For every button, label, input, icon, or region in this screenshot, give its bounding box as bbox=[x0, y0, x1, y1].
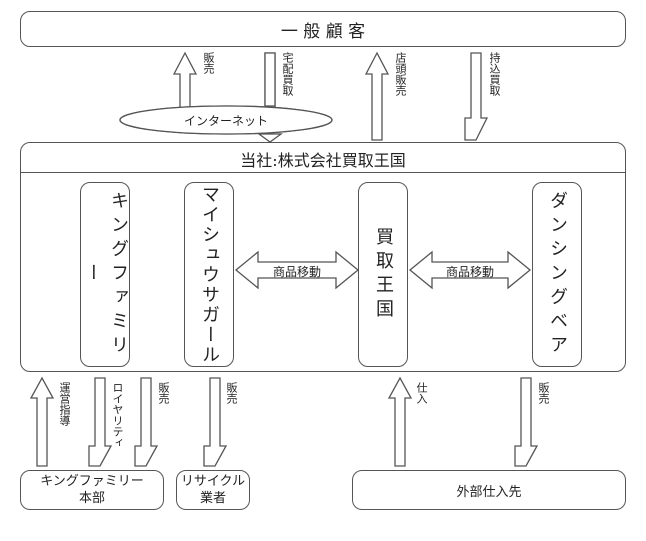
move-label-2: 商品移動 bbox=[445, 265, 494, 279]
recycle-dealer-line2: 業者 bbox=[199, 491, 226, 506]
company-title-divider bbox=[21, 172, 625, 173]
label-bring-in-purchase: 持込買取 bbox=[488, 52, 501, 96]
external-supplier-label: 外部仕入先 bbox=[456, 484, 522, 500]
company-title: 当社:株式会社買取王国 bbox=[240, 151, 406, 170]
double-arrow-move-2 bbox=[408, 250, 532, 290]
label-royalty: ロイヤリティ bbox=[111, 382, 124, 448]
shop-king-family: キングファミリー bbox=[80, 182, 130, 367]
shop-king-family-label: キングファミリー bbox=[82, 190, 129, 359]
label-purchase-external: 仕入 bbox=[415, 382, 428, 404]
arrow-down-bring-in-purchase bbox=[464, 52, 489, 141]
label-sales-kf: 販売 bbox=[157, 382, 170, 404]
label-sales-online: 販売 bbox=[202, 52, 215, 74]
arrow-down-sales-external bbox=[514, 377, 539, 467]
arrow-up-operational-guidance bbox=[29, 376, 55, 467]
label-sales-external: 販売 bbox=[537, 382, 550, 404]
shop-dancing-bear: ダンシングベア bbox=[532, 182, 582, 367]
arrow-up-purchase-external bbox=[387, 376, 413, 467]
arrow-down-sales-recycle bbox=[203, 377, 228, 467]
shop-kaitori-oukoku-label: 買取王国 bbox=[373, 226, 394, 323]
arrow-down-royalty bbox=[88, 377, 113, 467]
shop-my-shu-sagar: マイシュウサガール bbox=[184, 182, 234, 367]
king-family-hq-box: キングファミリー 本部 bbox=[20, 470, 164, 510]
general-customer-box: 一 般 顧 客 bbox=[20, 11, 626, 47]
internet-label: インターネット bbox=[183, 114, 268, 128]
king-family-hq-line1: キングファミリー bbox=[40, 474, 144, 489]
label-operational-guidance: 運営指導 bbox=[58, 382, 71, 426]
shop-dancing-bear-label: ダンシングベア bbox=[547, 190, 568, 359]
recycle-dealer-line1: リサイクル bbox=[180, 474, 246, 489]
arrow-down-delivery-head bbox=[257, 133, 283, 143]
external-supplier-box: 外部仕入先 bbox=[352, 470, 626, 510]
arrow-down-sales-kf bbox=[134, 377, 159, 467]
general-customer-label: 一 般 顧 客 bbox=[280, 21, 366, 42]
shop-my-shu-sagar-label: マイシュウサガール bbox=[199, 184, 220, 365]
king-family-hq-line2: 本部 bbox=[78, 491, 105, 506]
arrow-up-store-sales bbox=[364, 51, 390, 141]
shop-kaitori-oukoku: 買取王国 bbox=[358, 182, 408, 367]
internet-ellipse-front bbox=[119, 105, 333, 135]
label-delivery-purchase: 宅配買取 bbox=[281, 52, 294, 96]
recycle-dealer-box: リサイクル 業者 bbox=[176, 470, 250, 510]
label-sales-recycle: 販売 bbox=[225, 382, 238, 404]
arrow-down-delivery-body bbox=[264, 52, 276, 107]
move-label-1: 商品移動 bbox=[272, 265, 321, 279]
label-store-sales: 店頭販売 bbox=[394, 52, 407, 96]
